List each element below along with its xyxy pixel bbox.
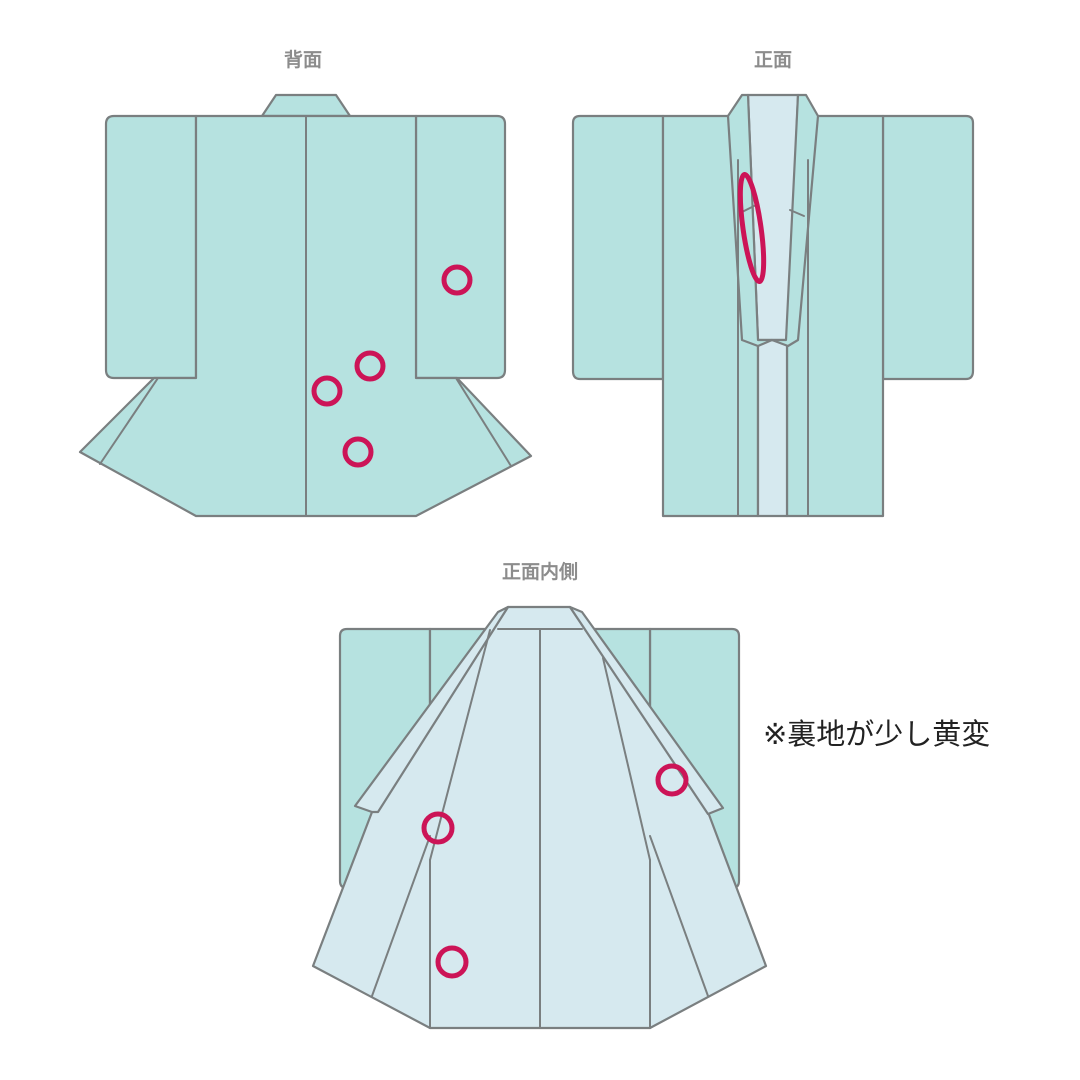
inside-right-collar: [568, 605, 725, 816]
back-collar: [260, 93, 352, 118]
front-collar-seam: [789, 209, 805, 217]
stain-marker: [311, 375, 343, 407]
back-left-sleeve: [104, 114, 198, 380]
inside-right-overlap-seam: [649, 835, 709, 997]
inside-left-overlap-seam: [371, 835, 431, 997]
inside-left-seam: [429, 629, 491, 861]
back-view: 背面: [78, 48, 533, 518]
inside-left-collar: [353, 605, 510, 814]
stain-marker-ellipse: [737, 172, 767, 284]
front-right-sleeve: [881, 114, 975, 381]
front-lining-strip: [756, 338, 789, 518]
stain-marker: [441, 264, 473, 296]
stain-marker: [354, 350, 386, 382]
stain-marker: [421, 811, 455, 845]
front-inside-view: 正面内側: [311, 560, 768, 1030]
inside-right-seam: [602, 657, 651, 861]
back-view-label: 背面: [284, 48, 322, 71]
front-right-collar: [770, 93, 820, 348]
back-right-gusset-seam: [455, 377, 512, 467]
stain-marker: [435, 945, 469, 979]
back-left-gusset-seam: [99, 377, 159, 465]
front-left-sleeve: [571, 114, 665, 381]
lining-yellowing-note: ※裏地が少し黄変: [763, 717, 990, 751]
front-inside-view-label: 正面内側: [502, 560, 578, 583]
back-right-sleeve: [414, 114, 507, 380]
stain-marker: [655, 763, 689, 797]
front-view-label: 正面: [754, 49, 792, 71]
stain-marker: [342, 436, 374, 468]
front-view: 正面: [571, 49, 975, 518]
